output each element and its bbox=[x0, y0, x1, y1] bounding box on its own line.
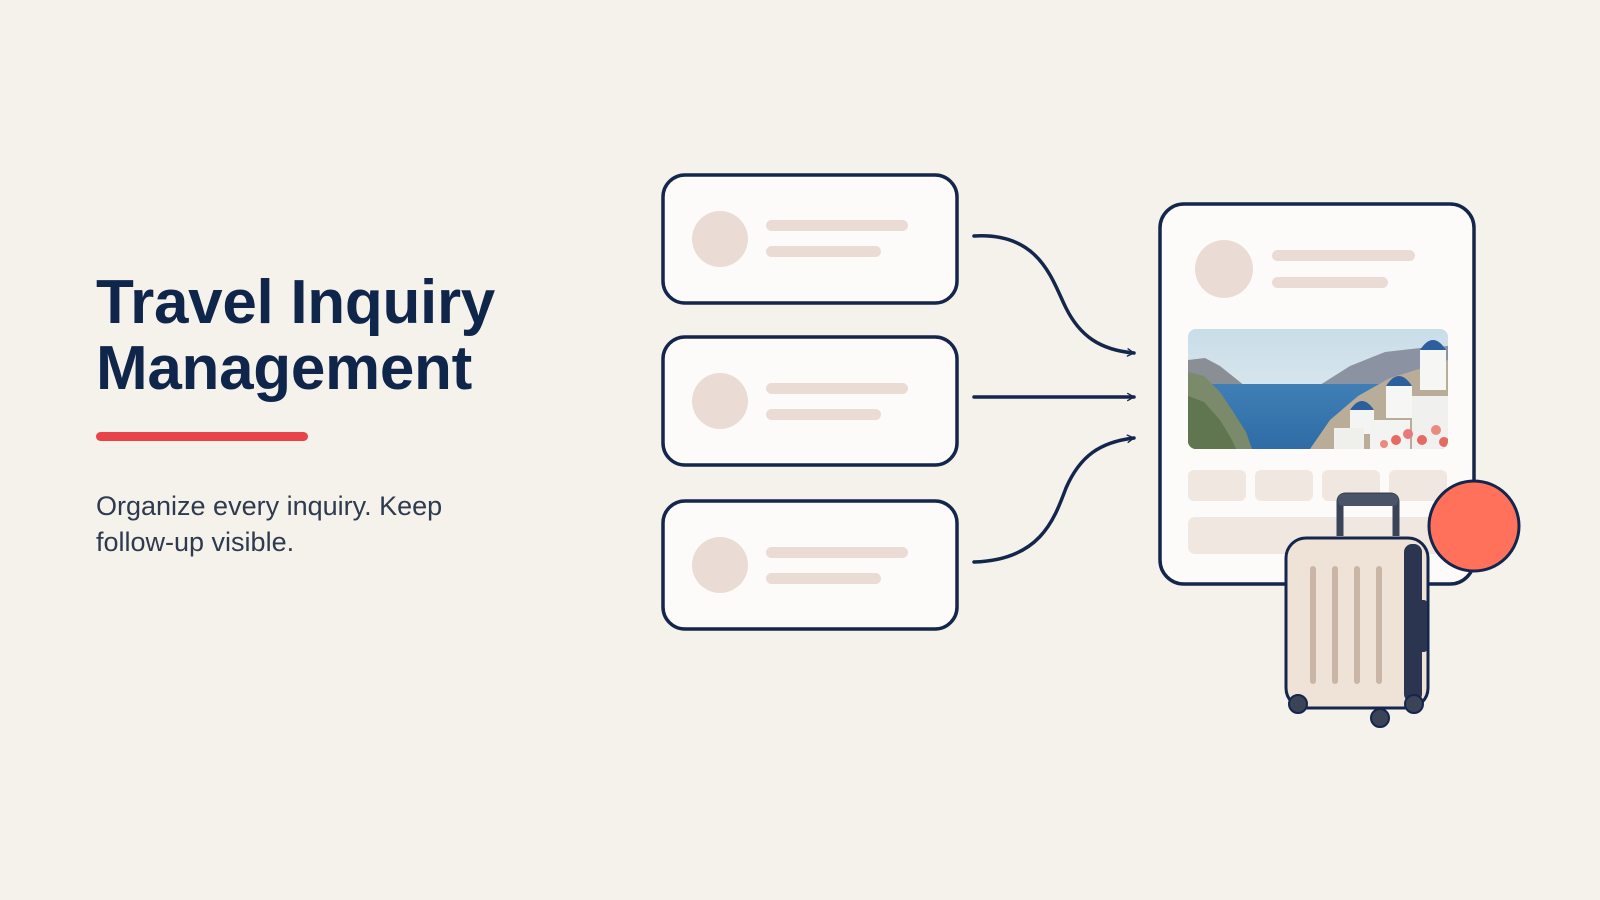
flow-arrow-icon bbox=[972, 434, 1136, 564]
destination-photo bbox=[1188, 329, 1448, 449]
title-line-2: Management bbox=[96, 334, 472, 403]
status-dot-icon bbox=[1427, 479, 1521, 573]
title-line-1: Travel Inquiry bbox=[96, 268, 495, 337]
accent-underline bbox=[96, 432, 308, 441]
suitcase-icon bbox=[1284, 492, 1430, 728]
tagline-line-2: follow-up visible. bbox=[96, 527, 295, 557]
tagline-line-1: Organize every inquiry. Keep bbox=[96, 491, 443, 521]
flow-arrow-icon bbox=[972, 234, 1136, 357]
inquiry-card-icon bbox=[661, 499, 959, 631]
inquiry-card-icon bbox=[661, 335, 959, 467]
inquiry-card-icon bbox=[661, 173, 959, 305]
dashboard-card-icon bbox=[1158, 202, 1476, 586]
tagline: Organize every inquiry. Keep follow-up v… bbox=[96, 488, 516, 560]
page-title: Travel Inquiry Management bbox=[96, 270, 495, 402]
